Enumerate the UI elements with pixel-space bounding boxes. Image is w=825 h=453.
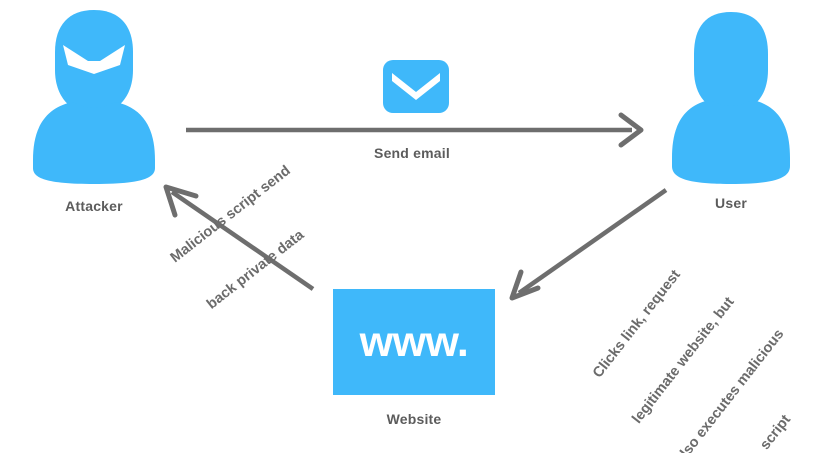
arrow-send-email <box>186 112 644 148</box>
website-box: www. <box>333 289 495 395</box>
attacker-label: Attacker <box>65 198 123 214</box>
arrow-malicious-script <box>163 184 315 291</box>
attacker-icon <box>28 8 160 186</box>
person-icon <box>672 12 790 184</box>
website-www-text: www. <box>359 317 469 366</box>
user-label: User <box>715 195 747 211</box>
masked-person-icon <box>33 10 155 184</box>
user-icon <box>668 8 794 188</box>
arrow-clicks-link <box>509 188 668 301</box>
send-email-label: Send email <box>374 145 450 161</box>
envelope-glyph <box>383 60 449 113</box>
website-label: Website <box>386 411 442 427</box>
envelope-icon <box>383 60 449 113</box>
